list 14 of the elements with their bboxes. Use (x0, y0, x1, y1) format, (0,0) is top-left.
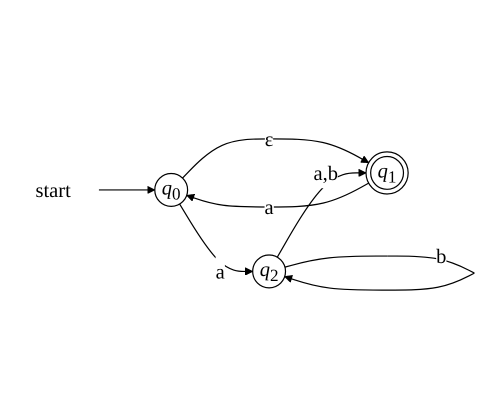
node-circle: q$_{1}$ (365, 151, 409, 195)
edge-label: a,b (314, 161, 338, 185)
node-circle: q$_{2}$ (252, 254, 286, 289)
arrow (186, 182, 369, 208)
node-text: start (35, 178, 71, 202)
arrow (284, 256, 475, 291)
node-circle: q$_{0}$ (154, 173, 188, 208)
arrow (179, 204, 254, 276)
edge-label: b (436, 244, 446, 268)
arrow (182, 138, 370, 179)
edge-label: a (216, 260, 225, 284)
edge-label: ε (264, 127, 274, 151)
arrow (98, 186, 156, 194)
edge-label: a (264, 196, 274, 219)
